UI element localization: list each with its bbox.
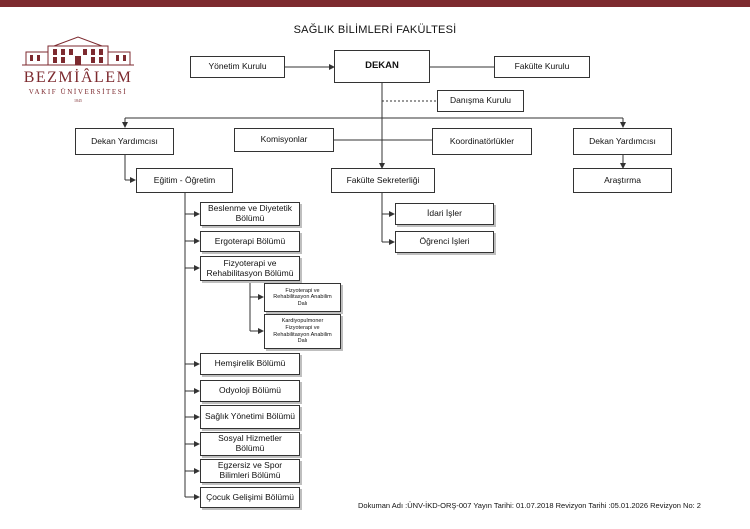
- department-box: Hemşirelik Bölümü: [200, 353, 300, 375]
- subdepartment-box: Kardiyopulmoner Fizyoterapi ve Rehabilit…: [264, 314, 341, 349]
- department-box: Beslenme ve Diyetetik Bölümü: [200, 202, 300, 226]
- top-bar: [0, 0, 750, 7]
- student-affairs-box: Öğrenci İşleri: [395, 231, 494, 253]
- research-box: Araştırma: [573, 168, 672, 193]
- department-box: Sağlık Yönetimi Bölümü: [200, 405, 300, 429]
- management-board-box: Yönetim Kurulu: [190, 56, 285, 78]
- building-icon: [22, 36, 134, 66]
- logo-subtitle: VAKIF ÜNİVERSİTESİ: [28, 88, 128, 96]
- education-box: Eğitim - Öğretim: [136, 168, 233, 193]
- department-box: Sosyal Hizmetler Bölümü: [200, 432, 300, 456]
- logo-year: 1845: [74, 98, 82, 103]
- secretary-box: Fakülte Sekreterliği: [331, 168, 435, 193]
- department-box: Çocuk Gelişimi Bölümü: [200, 487, 300, 508]
- advisory-board-box: Danışma Kurulu: [437, 90, 524, 112]
- faculty-board-box: Fakülte Kurulu: [494, 56, 590, 78]
- logo-name: BEZMİÂLEM: [23, 69, 133, 86]
- admin-affairs-box: İdari İşler: [395, 203, 494, 225]
- vice-dean-right-box: Dekan Yardımcısı: [573, 128, 672, 155]
- dean-box: DEKAN: [334, 50, 430, 83]
- university-logo: BEZMİÂLEM VAKIF ÜNİVERSİTESİ 1845: [18, 36, 138, 103]
- document-footer: Dokuman Adı :ÜNV-İKD-ORŞ-007 Yayın Tarih…: [358, 501, 701, 510]
- department-box: Odyoloji Bölümü: [200, 380, 300, 402]
- subdepartment-box: Fizyoterapi ve Rehabilitasyon Anabilim D…: [264, 283, 341, 312]
- page-title: SAĞLIK BİLİMLERİ FAKÜLTESİ: [293, 24, 457, 36]
- department-box: Ergoterapi Bölümü: [200, 231, 300, 252]
- coordinators-box: Koordinatörlükler: [432, 128, 532, 155]
- department-box: Egzersiz ve Spor Bilimleri Bölümü: [200, 459, 300, 483]
- department-box: Fizyoterapi ve Rehabilitasyon Bölümü: [200, 256, 300, 281]
- vice-dean-left-box: Dekan Yardımcısı: [75, 128, 174, 155]
- commissions-box: Komisyonlar: [234, 128, 334, 152]
